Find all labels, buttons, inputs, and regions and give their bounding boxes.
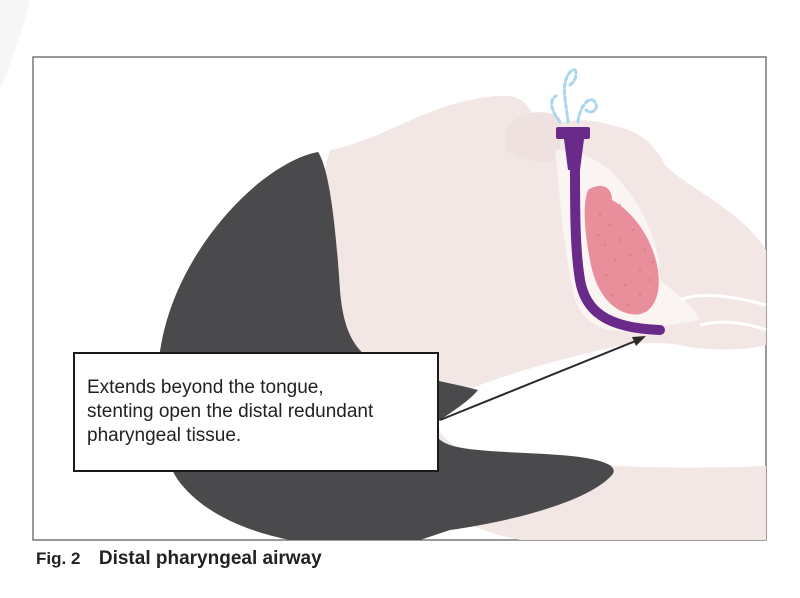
callout-box: Extends beyond the tongue, stenting open… — [73, 352, 439, 472]
neck-line — [699, 320, 767, 332]
figure-caption: Fig. 2 Distal pharyngeal airway — [36, 548, 322, 578]
nose — [505, 112, 560, 162]
airway-flange — [556, 127, 590, 139]
callout-line-1: Extends beyond the tongue, — [87, 377, 324, 398]
tongue — [584, 185, 659, 315]
callout-arrow-head — [632, 336, 646, 346]
airway-connector — [564, 139, 584, 170]
oxygen-flow-icon — [550, 68, 598, 124]
callout-arrow-line — [439, 339, 639, 421]
tongue-texture — [597, 204, 654, 306]
chin-line — [679, 293, 767, 307]
callout-line-3: pharyngeal tissue. — [87, 425, 242, 446]
figure-title: Distal pharyngeal airway — [98, 548, 322, 569]
figure-label: Fig. 2 — [36, 549, 81, 568]
callout-line-2: stenting open the distal redundant — [87, 401, 374, 422]
airway-tube — [570, 160, 665, 335]
background-shade-left — [0, 0, 30, 90]
